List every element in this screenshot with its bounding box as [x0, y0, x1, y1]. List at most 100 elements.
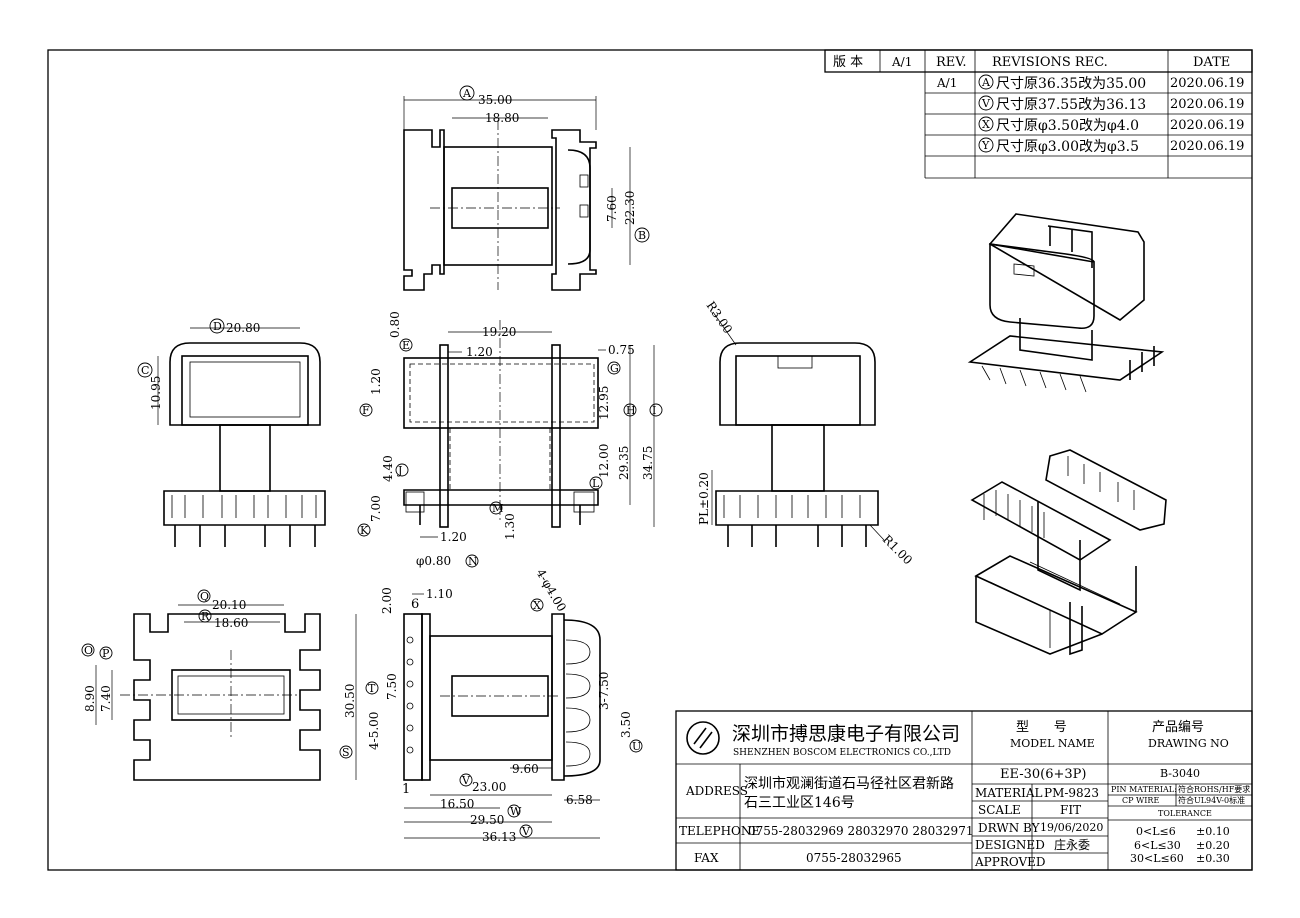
dim-18-60: 18.60: [214, 616, 248, 630]
dim-29-35: 29.35: [617, 446, 631, 480]
drawing-border: [47, 49, 1253, 871]
dim-1-30: 1.30: [503, 513, 517, 540]
drawing-label-en: DRAWING NO: [1148, 737, 1229, 750]
dim-tag: O: [84, 644, 93, 657]
dim-tag: J: [397, 464, 402, 477]
version-label: 版 本: [833, 55, 863, 70]
dim-pl: PL±0.20: [697, 472, 711, 525]
revision-row-text: 尺寸原36.35改为35.00: [996, 76, 1146, 92]
scale-value: FIT: [1060, 803, 1081, 817]
revision-row-text: 尺寸原37.55改为36.13: [996, 97, 1146, 113]
telephone-label: TELEPHONE: [679, 824, 760, 838]
scale-label: SCALE: [978, 803, 1021, 817]
drawing-value: B-3040: [1160, 767, 1200, 780]
tolerance-range: 0<L≤6: [1136, 825, 1176, 838]
dim-7-50: 7.50: [385, 673, 399, 700]
dim-18-80: 18.80: [485, 111, 519, 125]
pin-1-label: 1: [402, 782, 410, 797]
bottom-view: 6 1 2.00 1.10 X 4-φ4.00 S 30.50 T 4-5.00…: [339, 567, 643, 844]
address-line-2: 石三工业区146号: [744, 795, 855, 811]
dim-tag: F: [362, 404, 370, 417]
isometric-view-assembled: [967, 213, 1165, 393]
rev-header: REV.: [936, 55, 967, 70]
dim-tag: L: [592, 477, 600, 490]
dim-0-80: 0.80: [388, 311, 402, 338]
pin-material-value: 符合ROHS/HF要求: [1178, 784, 1250, 794]
dim-30-50: 30.50: [343, 684, 357, 718]
dim-20-80: 20.80: [226, 321, 260, 335]
approved-label: APPROVED: [974, 855, 1046, 869]
dim-4-40: 4.40: [381, 455, 395, 482]
tolerance-value: ±0.10: [1196, 825, 1230, 838]
dim-20-10: 20.10: [212, 598, 246, 612]
dim-7-60: 7.60: [605, 195, 619, 222]
date-header: DATE: [1193, 55, 1230, 70]
designed-value: 庄永委: [1054, 837, 1090, 852]
tolerance-label: TOLERANCE: [1158, 809, 1212, 818]
dim-36-13: 36.13: [482, 830, 516, 844]
dim-tag: X: [533, 599, 541, 612]
dim-r1: R1.00: [880, 532, 915, 567]
dim-16-50: 16.50: [440, 797, 474, 811]
tolerance-value: ±0.20: [1196, 839, 1230, 852]
drawn-by-label: DRWN BY: [978, 821, 1041, 835]
dim-12-95: 12.95: [597, 386, 611, 420]
dim-3-7-50: 3-7.50: [597, 672, 611, 710]
dim-tag: B: [638, 229, 646, 242]
dim-1-20: 1.20: [369, 368, 383, 395]
tolerance-range: 6<L≤30: [1134, 839, 1181, 852]
dim-tag: N: [468, 555, 478, 568]
revision-row-tag: V: [981, 97, 991, 110]
revision-row-date: 2020.06.19: [1170, 139, 1244, 154]
dim-6-58: 6.58: [566, 793, 593, 807]
company-name-en: SHENZHEN BOSCOM ELECTRONICS CO.,LTD: [733, 748, 951, 758]
dim-tag: G: [610, 362, 619, 375]
drawn-by-value: 19/06/2020: [1040, 821, 1103, 834]
top-view: A 35.00 18.80 7.60 22.30 B: [403, 85, 650, 291]
revision-row-text: 尺寸原φ3.00改为φ3.5: [996, 139, 1139, 155]
dim-3-50: 3.50: [619, 711, 633, 738]
cp-wire-value: 符合UL94V-0标准: [1178, 795, 1245, 805]
dim-tag: A: [462, 87, 472, 100]
tolerance-range: 30<L≤60: [1130, 852, 1184, 865]
dim-tag: I: [652, 404, 656, 417]
dim-r3: R3.00: [704, 299, 736, 336]
dim-29-50: 29.50: [470, 813, 504, 827]
revision-row-date: 2020.06.19: [1170, 76, 1244, 91]
dim-4-5-00: 4-5.00: [367, 712, 381, 750]
dim-1-20: 1.20: [466, 345, 493, 359]
dim-tag: U: [632, 740, 641, 753]
revision-row-text: 尺寸原φ3.50改为φ4.0: [996, 118, 1139, 134]
dim-7-40: 7.40: [99, 685, 113, 712]
dim-tag: V: [461, 774, 471, 787]
revision-row-date: 2020.06.19: [1170, 118, 1244, 133]
model-label-cn: 型 号: [1016, 720, 1067, 735]
rec-header: REVISIONS REC.: [992, 55, 1108, 70]
revision-row-tag: Y: [981, 139, 990, 152]
bottom-left-view: Q 20.10 R 18.60 O P 8.90 7.40: [81, 589, 321, 781]
address-line-1: 深圳市观澜街道石马径社区君新路: [744, 775, 954, 792]
company-logo: [686, 721, 720, 755]
dim-10-95: 10.95: [149, 376, 163, 410]
dim-tag: S: [342, 746, 350, 759]
material-label: MATERIAL: [975, 786, 1043, 800]
dim-tag: R: [201, 610, 210, 623]
right-view: R3.00 PL±0.20 R1.00: [697, 299, 915, 568]
dim-22-30: 22.30: [623, 191, 637, 225]
dim-tag: D: [213, 320, 222, 333]
dim-1-20: 1.20: [440, 530, 467, 544]
dim-phi-0-80: φ0.80: [416, 554, 451, 568]
dim-tag: T: [368, 682, 376, 695]
dim-0-75: 0.75: [608, 343, 635, 357]
dim-tag: C: [141, 364, 149, 377]
fax-label: FAX: [694, 851, 719, 865]
dim-tag: P: [102, 647, 110, 660]
dim-tag: M: [492, 502, 503, 515]
pin-material-label: PIN MATERIAL:: [1111, 785, 1177, 794]
dim-35-00: 35.00: [478, 93, 512, 107]
telephone-value: 0755-28032969 28032970 28032971: [748, 824, 973, 838]
front-view: 19.20 0.80 E 1.20 0.75 1.20 F 12.95 G H …: [357, 311, 663, 568]
version-value: A/1: [891, 55, 912, 69]
tolerance-value: ±0.30: [1196, 852, 1230, 865]
